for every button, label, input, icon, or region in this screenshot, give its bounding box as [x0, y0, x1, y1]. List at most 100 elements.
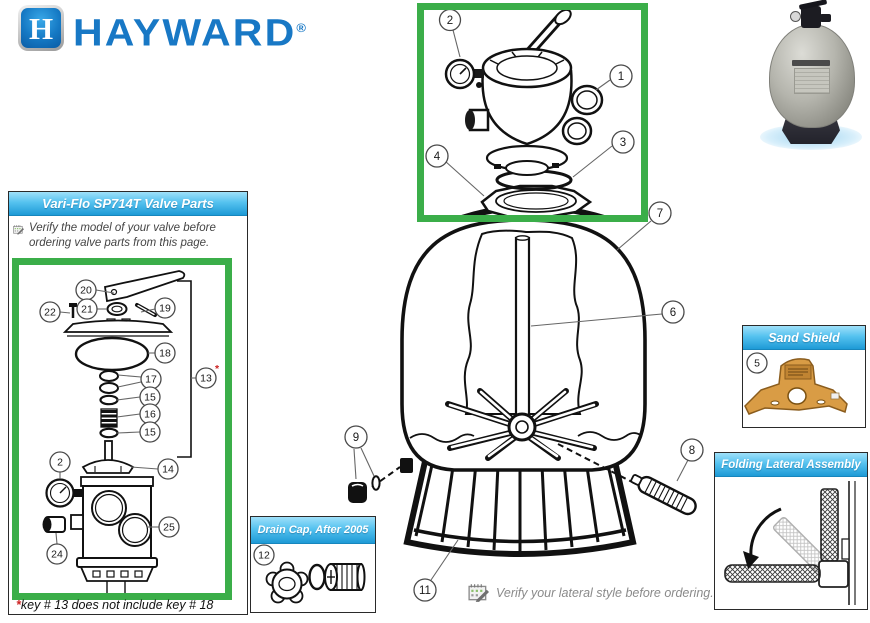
- valve-exploded-diagram: 20 19 21 22 18 17 15 16 15 13* 14 2 25 2…: [39, 270, 220, 593]
- svg-text:*: *: [215, 363, 220, 375]
- valve-body-drawing: [70, 476, 158, 593]
- cover-plate-drawing: [62, 318, 174, 337]
- sand-shield-part: [744, 358, 848, 415]
- pressure-gauge-drawing: [444, 58, 484, 90]
- lateral-assembly-drawing: [445, 388, 599, 461]
- filter-tank-body-drawing: [400, 218, 647, 473]
- standpipe-drawing: [511, 235, 534, 433]
- drain-bulkhead-fitting: [400, 458, 413, 473]
- hayward-logo-mark: H: [18, 5, 64, 51]
- valve-parts-note: Verify the model of your valve before or…: [9, 216, 247, 251]
- exploded-view-highlight-box: 20 19 21 22 18 17 15 16 15 13* 14 2 25 2…: [12, 258, 232, 600]
- lateral-vertical: [820, 488, 839, 562]
- callout-15b: 15: [116, 421, 161, 443]
- fold-arrow: [743, 507, 782, 569]
- svg-text:15: 15: [144, 392, 156, 404]
- photo-pipe-elbow: [820, 14, 831, 22]
- valve-assembly-highlight-box: 2 1 3 4: [417, 3, 648, 222]
- valve-parts-title: Vari-Flo SP714T Valve Parts: [42, 196, 214, 211]
- drain-cap-header: Drain Cap, After 2005: [251, 517, 375, 544]
- spring-drawing: [100, 408, 118, 428]
- svg-text:5: 5: [754, 358, 760, 370]
- lateral-style-note-text: Verify your lateral style before orderin…: [496, 585, 714, 600]
- callout-24: 24: [46, 532, 68, 565]
- verify-note-icon: [13, 225, 24, 235]
- valve-parts-panel-header: Vari-Flo SP714T Valve Parts: [9, 192, 247, 216]
- lateral-hub: [818, 560, 849, 588]
- hayward-wordmark: HAYWARD®: [73, 12, 306, 55]
- gauge-drawing-small: [45, 478, 82, 508]
- svg-text:6: 6: [670, 307, 676, 319]
- photo-pressure-gauge: [790, 11, 801, 22]
- callout-2-valve: 2: [438, 10, 462, 58]
- valve-parts-note-text: Verify the model of your valve before or…: [28, 222, 216, 249]
- callout-8: 8: [676, 438, 704, 482]
- multiport-valve-drawing: [465, 10, 604, 176]
- svg-text:11: 11: [419, 585, 431, 597]
- callout-13: 13*: [191, 363, 220, 389]
- callout-25: 25: [147, 516, 180, 538]
- drain-cap-diagram: 12: [253, 544, 366, 604]
- diverter-drawing: [81, 440, 135, 474]
- callout-6: 6: [530, 300, 685, 327]
- handle-drawing: [103, 270, 186, 303]
- drain-fitting: [324, 563, 366, 591]
- folding-lateral-title: Folding Lateral Assembly: [721, 458, 861, 471]
- callout-9: 9: [344, 425, 375, 480]
- folding-lateral-header: Folding Lateral Assembly: [715, 453, 867, 477]
- svg-text:24: 24: [51, 549, 63, 561]
- svg-text:13: 13: [200, 373, 212, 385]
- callout-14: 14: [130, 458, 179, 480]
- folding-lateral-diagram: [724, 481, 856, 605]
- svg-text:21: 21: [81, 304, 93, 316]
- svg-text:14: 14: [162, 464, 174, 476]
- callout-22: 22: [39, 301, 71, 323]
- lateral-style-note: Verify your lateral style before orderin…: [468, 583, 714, 602]
- callout-21: 21: [76, 298, 107, 320]
- callout-17: 17: [117, 368, 162, 390]
- screw-drawing: [69, 303, 77, 318]
- oring-15a-drawing: [99, 394, 119, 406]
- lateral-horizontal: [724, 564, 821, 583]
- folding-lateral-panel: Folding Lateral Assembly: [714, 452, 868, 610]
- drain-plug-drawing: [348, 466, 401, 503]
- hayward-logo: H HAYWARD®: [18, 5, 306, 57]
- lateral-part-drawing: [557, 443, 697, 516]
- callout-11: 11: [413, 539, 459, 602]
- callout-19: 19: [140, 297, 176, 319]
- svg-text:15: 15: [144, 427, 156, 439]
- svg-text:7: 7: [657, 208, 663, 220]
- svg-text:2: 2: [447, 15, 453, 27]
- valve-assembly-diagram: 2 1 3 4: [425, 10, 635, 215]
- sand-shield-title: Sand Shield: [768, 330, 840, 345]
- callout-3: 3: [572, 130, 635, 178]
- svg-text:18: 18: [159, 348, 171, 360]
- svg-text:8: 8: [689, 445, 695, 457]
- oring-15b-drawing: [99, 427, 119, 439]
- svg-text:20: 20: [80, 285, 92, 297]
- callout-12: 12: [253, 544, 275, 566]
- callout-18: 18: [148, 342, 176, 364]
- footnote-asterisk: *: [16, 598, 21, 612]
- plug-drawing: [42, 516, 66, 533]
- photo-top-valve: [801, 6, 821, 28]
- photo-spec-label: [794, 68, 830, 94]
- sand-shield-panel: Sand Shield 5: [742, 325, 866, 428]
- callout-5: 5: [746, 352, 768, 374]
- svg-text:22: 22: [44, 307, 56, 319]
- sand-filter-product-photo: [756, 0, 868, 154]
- callout-1: 1: [595, 64, 633, 91]
- svg-text:9: 9: [353, 432, 359, 444]
- callout-2: 2: [49, 451, 71, 479]
- footnote-text: key # 13 does not include key # 18: [20, 598, 214, 612]
- svg-text:4: 4: [434, 151, 441, 163]
- callout-4: 4: [425, 144, 485, 197]
- washer-pair-drawing: [99, 370, 119, 394]
- sand-shield-image: 5: [744, 352, 848, 415]
- valve-parts-panel: Vari-Flo SP714T Valve Parts Verify the m…: [8, 191, 248, 615]
- photo-label-band: [792, 60, 830, 66]
- svg-text:3: 3: [620, 137, 626, 149]
- oval-washer-drawing: [106, 302, 128, 316]
- key13-bracket: [177, 280, 192, 458]
- svg-text:17: 17: [145, 374, 157, 386]
